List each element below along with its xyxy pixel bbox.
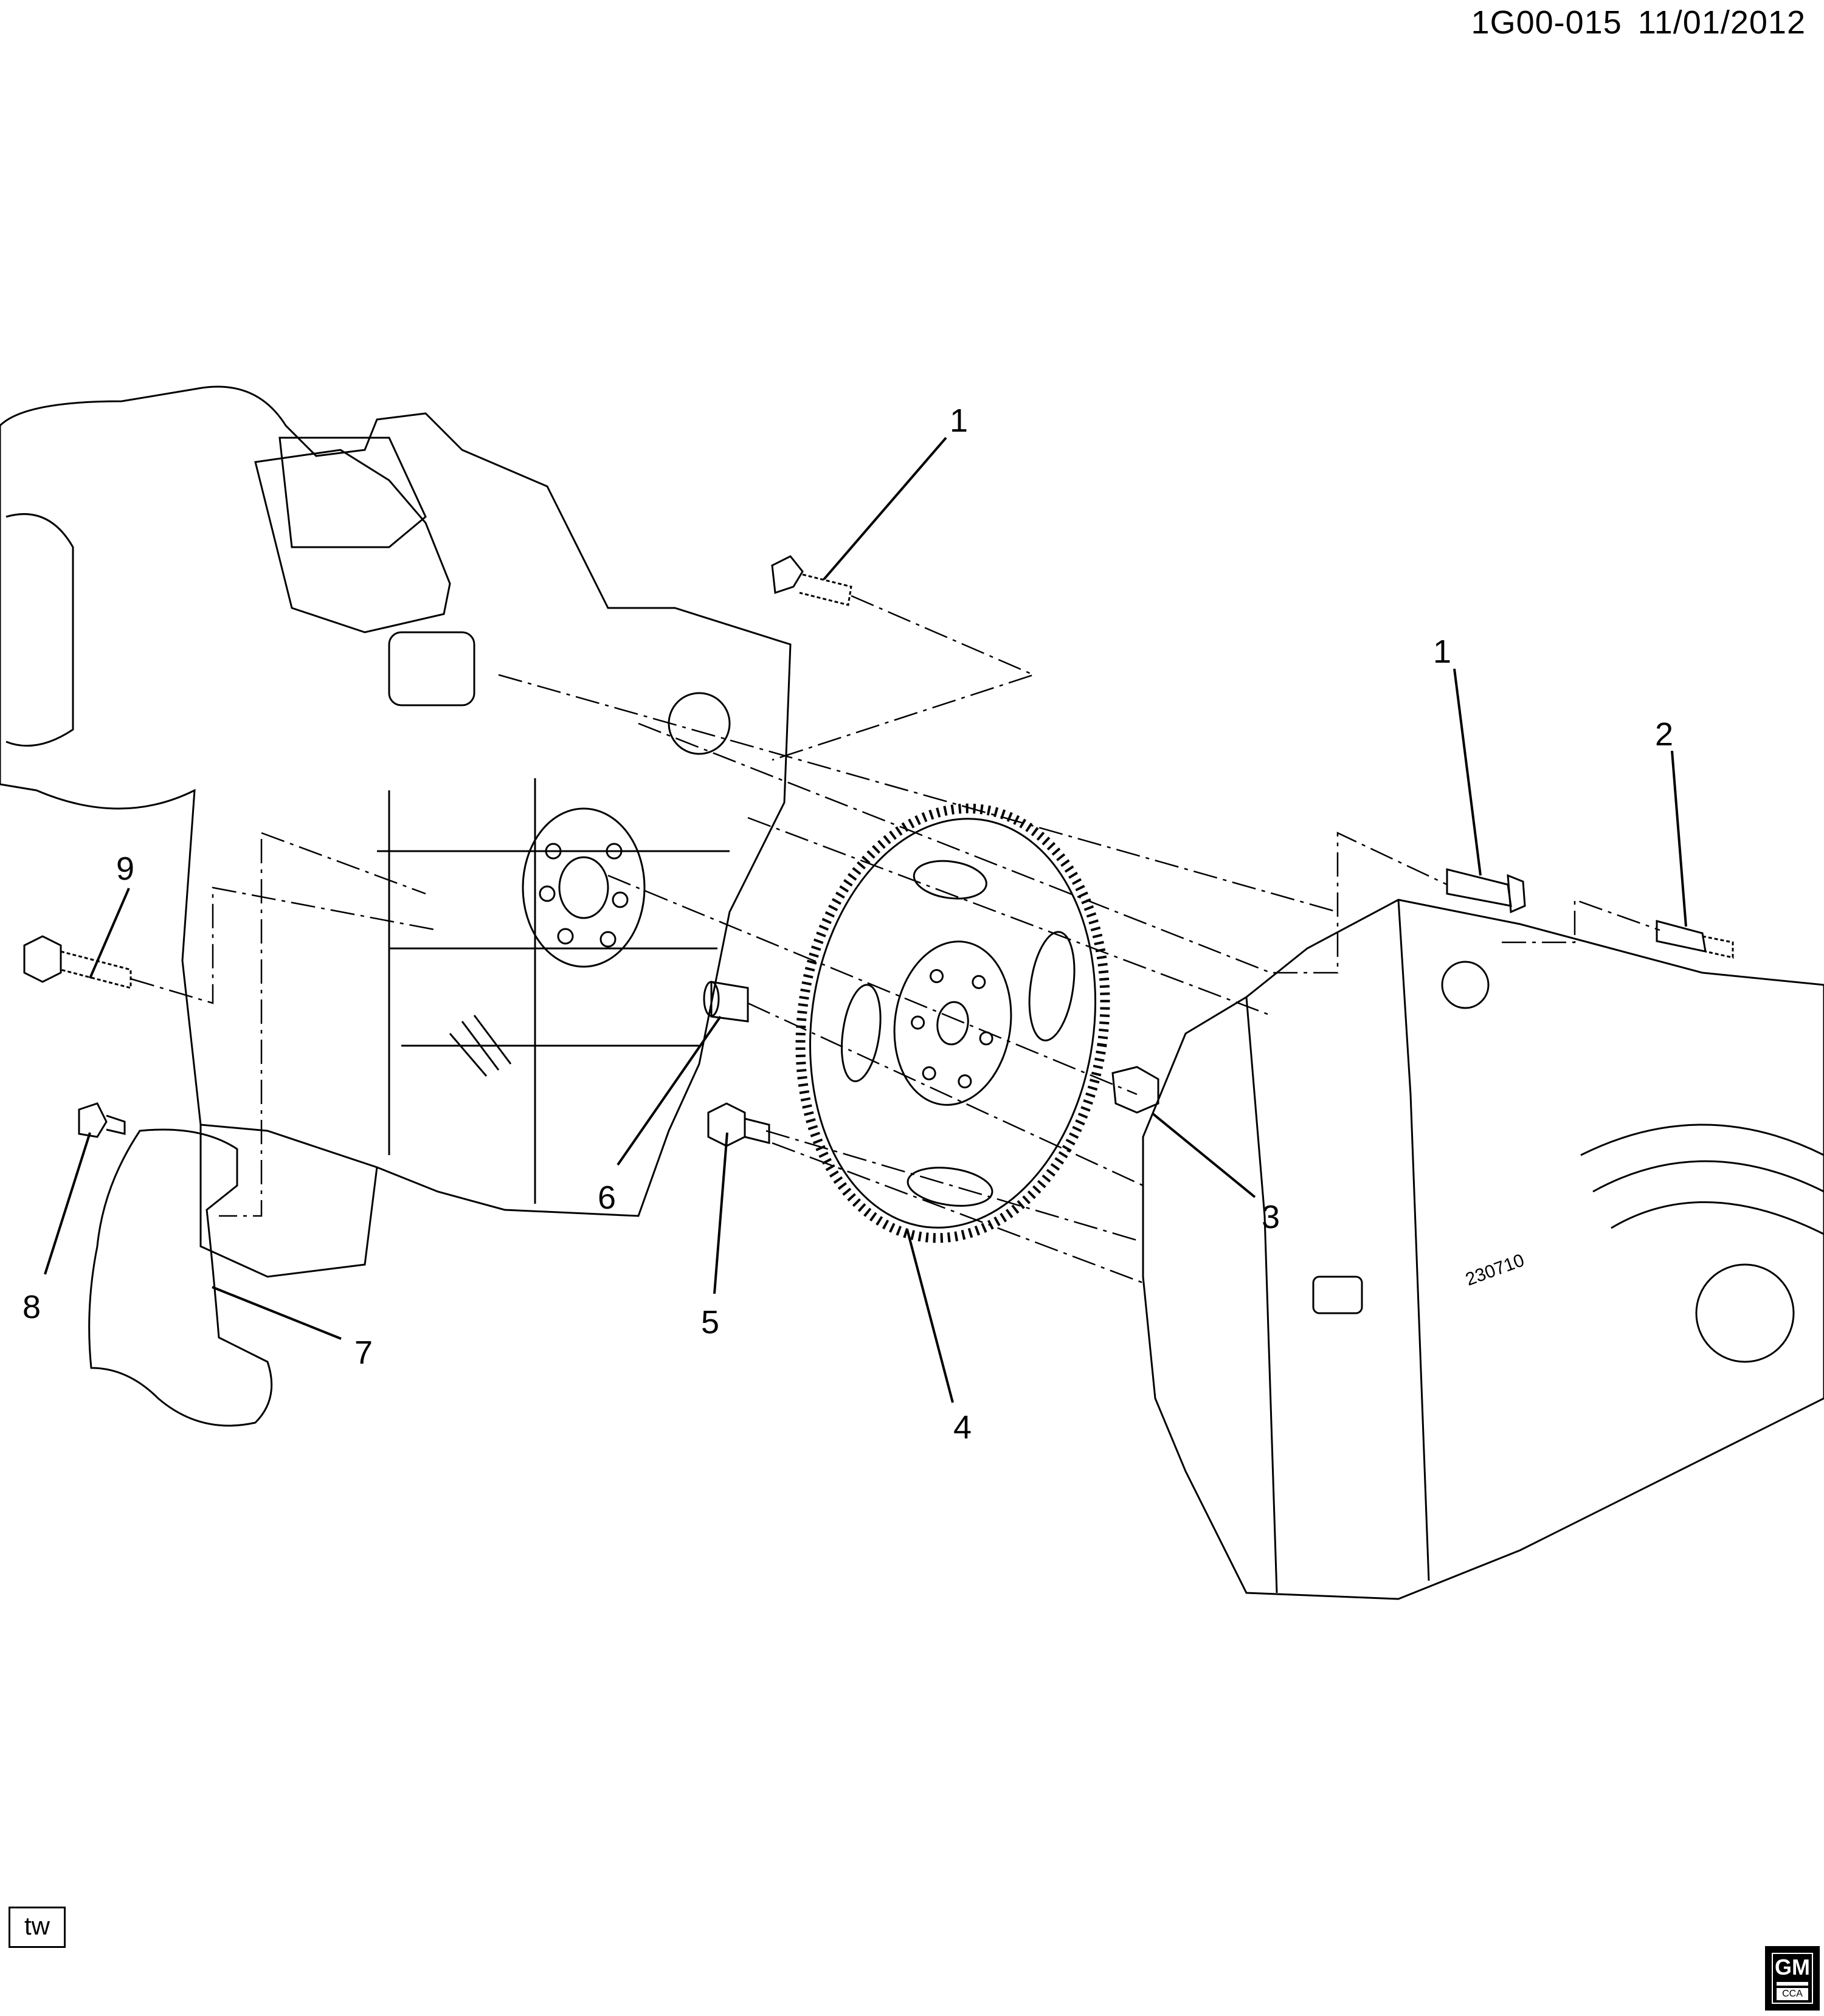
diagram-header: 1G00-015 11/01/2012 — [1456, 4, 1806, 41]
gm-logo: GM CCA — [1765, 1946, 1820, 2011]
callout-6: 6 — [598, 1179, 616, 1216]
callout-3: 3 — [1262, 1199, 1280, 1235]
stud-2 — [1656, 920, 1734, 959]
transmission-marking: 230710 — [1463, 1250, 1527, 1289]
engine-block — [0, 385, 792, 1278]
bolt-1-top — [771, 555, 852, 606]
callout-4: 4 — [953, 1409, 972, 1446]
callout-7: 7 — [354, 1334, 373, 1371]
bolt-5 — [707, 1102, 770, 1147]
callout-2: 2 — [1655, 716, 1673, 753]
bolt-9 — [23, 935, 132, 989]
bolt-1-right — [1446, 868, 1526, 914]
diagram-code: 1G00-015 — [1471, 4, 1622, 41]
callout-8: 8 — [22, 1289, 41, 1325]
callout-5: 5 — [701, 1304, 719, 1341]
tw-label: tw — [9, 1907, 66, 1948]
callouts: 1 1 2 3 4 5 6 7 8 9 — [22, 402, 1673, 1446]
shield-7 — [88, 1128, 273, 1427]
flexplate — [795, 803, 1110, 1243]
diagram-date: 11/01/2012 — [1637, 4, 1806, 41]
leader-lines — [44, 437, 1687, 1403]
callout-1-right: 1 — [1433, 633, 1451, 670]
bolt-8 — [78, 1102, 126, 1138]
transmission: 230710 — [1142, 899, 1824, 1600]
callout-9: 9 — [116, 851, 134, 887]
gm-logo-main: GM — [1775, 1955, 1810, 1980]
gm-logo-sub: CCA — [1777, 1988, 1808, 2000]
alignment-lines — [130, 595, 1660, 1284]
callout-1-top: 1 — [950, 402, 968, 439]
dowel-6 — [703, 981, 749, 1023]
bolt-3 — [1111, 1066, 1159, 1114]
